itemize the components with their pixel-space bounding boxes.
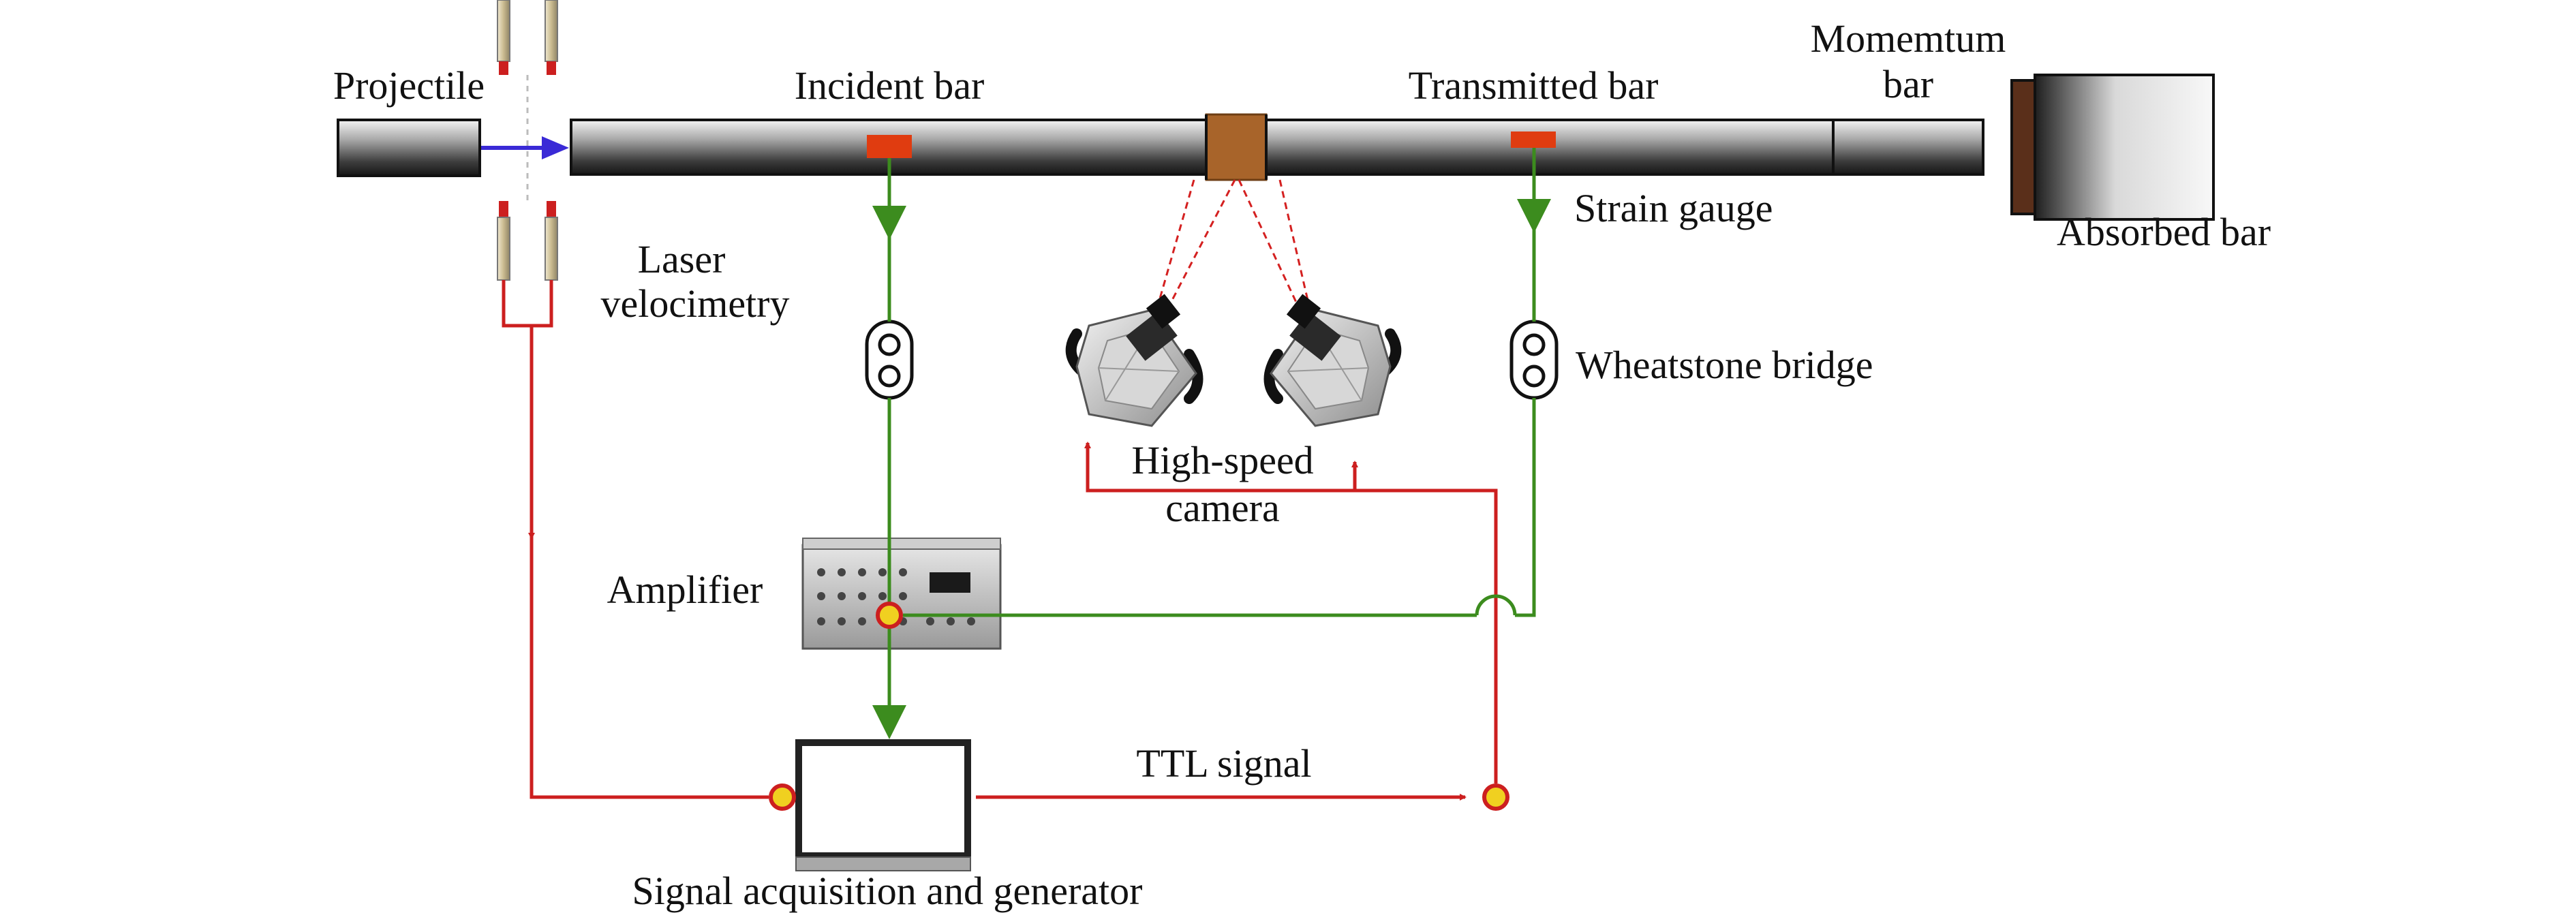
label-laser-velocimetry: Laser xyxy=(638,237,726,281)
amplifier xyxy=(801,538,1002,650)
ttl-junction-node xyxy=(1482,784,1509,811)
laser-emitter-icon xyxy=(497,0,510,62)
label-momentum-bar-2: bar xyxy=(1883,62,1933,106)
label-absorbed-bar: Absorbed bar xyxy=(2057,210,2271,254)
label-signal-acquisition: Signal acquisition and generator xyxy=(632,869,1143,913)
amplifier-junction-node xyxy=(876,602,903,629)
red-signal-wiring xyxy=(528,326,1498,801)
wheatstone-bridge-transmitted xyxy=(1509,320,1559,400)
signal-acquisition-monitor xyxy=(795,739,971,871)
label-high-speed-camera: High-speed xyxy=(1131,438,1313,482)
label-momentum-bar: Momemtum xyxy=(1811,16,2006,61)
label-transmitted-bar: Transmitted bar xyxy=(1409,63,1659,108)
label-laser-velocimetry-2: velocimetry xyxy=(600,281,789,326)
label-strain-gauge: Strain gauge xyxy=(1574,186,1773,230)
label-projectile: Projectile xyxy=(333,63,485,108)
strain-gauge-transmitted xyxy=(1511,131,1556,148)
high-speed-camera-left xyxy=(1065,294,1203,427)
label-incident-bar: Incident bar xyxy=(795,63,985,108)
label-amplifier: Amplifier xyxy=(607,568,763,612)
momentum-bar xyxy=(1832,119,1984,176)
wheatstone-bridge-incident xyxy=(865,320,914,400)
laser-emitter-icon xyxy=(545,0,558,62)
acquisition-junction-node xyxy=(769,784,796,811)
laser-receiver-icon xyxy=(545,217,558,281)
projectile xyxy=(337,119,481,177)
laser-receiver-icon xyxy=(497,217,510,281)
camera-view-lines xyxy=(1157,179,1310,307)
label-wheatstone-bridge: Wheatstone bridge xyxy=(1576,343,1873,387)
green-strain-wiring xyxy=(872,148,1551,739)
high-speed-camera-right xyxy=(1263,294,1402,427)
absorbed-bar xyxy=(2010,74,2215,221)
strain-gauge-incident xyxy=(867,135,912,158)
specimen xyxy=(1205,113,1268,181)
laser-velocimetry xyxy=(497,0,558,328)
label-high-speed-camera-2: camera xyxy=(1165,486,1279,530)
label-ttl-signal: TTL signal xyxy=(1136,741,1311,786)
